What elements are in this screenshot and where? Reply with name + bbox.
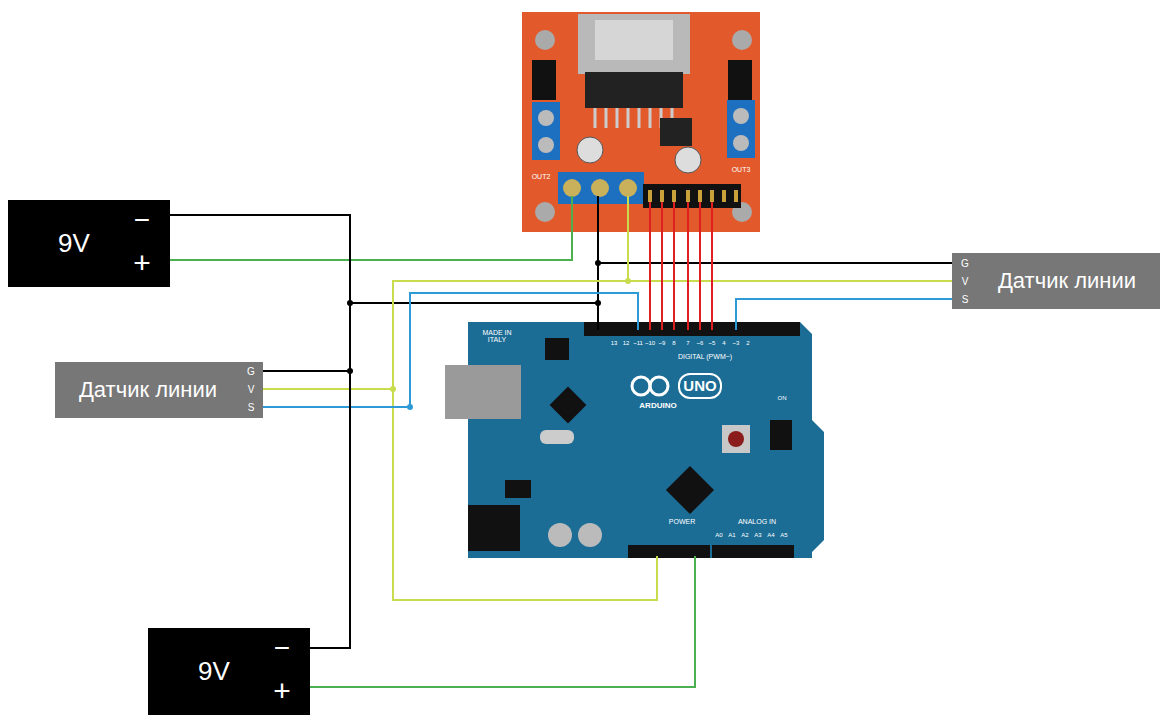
junction-dots — [347, 260, 631, 410]
terminal-name: OUT2 — [532, 173, 551, 180]
motor-driver-board — [522, 12, 760, 232]
pin-number: 7 — [686, 340, 689, 346]
pin-name: A5 — [780, 532, 787, 538]
polarity-sign: + — [133, 246, 151, 279]
polarity-sign: − — [274, 633, 290, 664]
pin-name: A2 — [741, 532, 748, 538]
pin-name: G — [247, 366, 255, 377]
polarity-sign: − — [134, 205, 150, 236]
board-marking: MADE IN ITALY — [476, 329, 518, 344]
terminal-name: OUT3 — [732, 166, 751, 173]
pin-number: 4 — [722, 340, 725, 346]
led-name: ON — [778, 395, 787, 401]
pin-number: ~6 — [697, 340, 704, 346]
battery-voltage: 9V — [198, 657, 230, 686]
pin-number: 13 — [611, 340, 618, 346]
header-name: DIGITAL (PWM~) — [678, 353, 732, 360]
board-name: UNO — [683, 378, 716, 394]
battery: 9V − + — [8, 200, 170, 287]
pin-name: A4 — [767, 532, 774, 538]
pin-number: 8 — [672, 340, 675, 346]
pin-number: ~5 — [709, 340, 716, 346]
header-name: ANALOG IN — [738, 518, 776, 525]
sensor-box: GVS Датчик линии — [952, 253, 1160, 309]
pin-name: V — [962, 276, 969, 287]
battery: 9V − + — [148, 628, 310, 715]
sensor-name: Датчик линии — [79, 378, 217, 402]
battery-voltage: 9V — [58, 229, 90, 258]
polarity-sign: + — [273, 674, 291, 707]
pin-number: ~11 — [633, 340, 643, 346]
pin-number: ~3 — [733, 340, 740, 346]
pin-number: 12 — [623, 340, 630, 346]
pin-name: A0 — [715, 532, 722, 538]
pin-name: A3 — [754, 532, 761, 538]
header-name: POWER — [669, 518, 695, 525]
wires — [170, 196, 952, 687]
pin-name: S — [962, 294, 969, 305]
pin-name: V — [248, 384, 255, 395]
pin-number: 2 — [746, 340, 749, 346]
sensor-box: Датчик линии GVS — [55, 362, 263, 418]
pin-name: S — [248, 402, 255, 413]
pin-name: A1 — [728, 532, 735, 538]
brand-name: ARDUINO — [639, 402, 676, 410]
pin-name: G — [961, 258, 969, 269]
pin-number: ~9 — [659, 340, 666, 346]
ground-wire — [170, 215, 350, 648]
arduino-board — [445, 322, 824, 558]
pin-number: ~10 — [645, 340, 655, 346]
sensor-name: Датчик линии — [998, 269, 1136, 293]
